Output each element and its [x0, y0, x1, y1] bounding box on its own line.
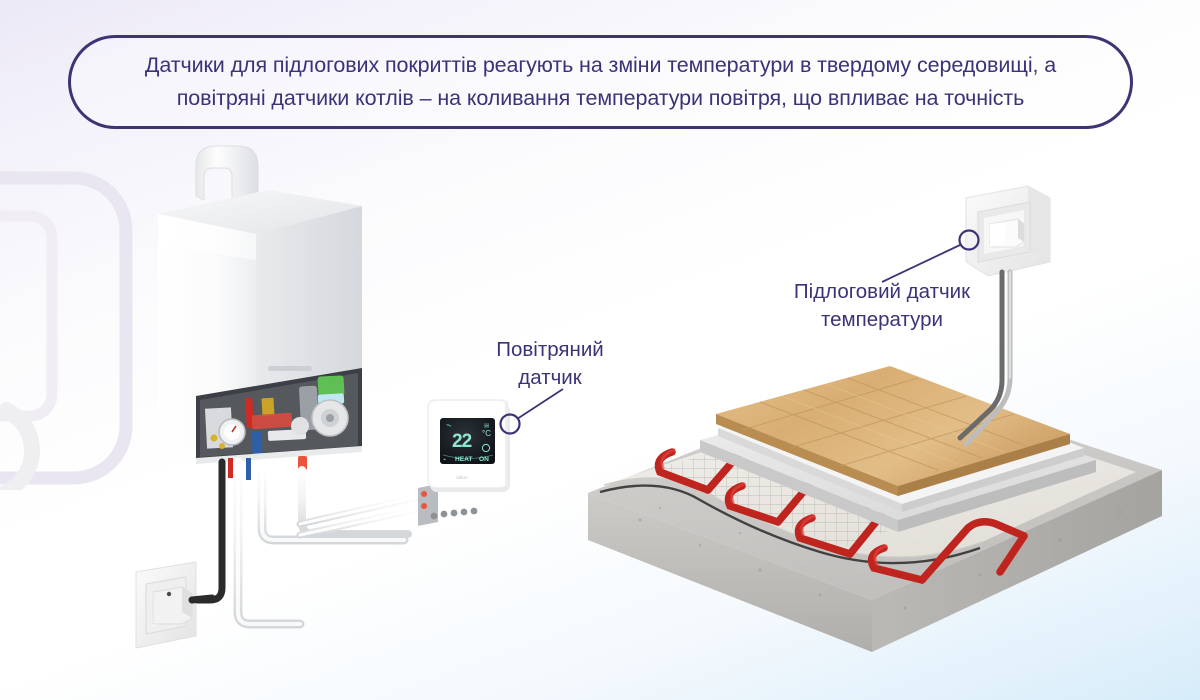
svg-text:ON: ON — [479, 456, 489, 463]
banner-text: Датчики для підлогових покриттів реагуют… — [144, 53, 1057, 110]
info-banner: Датчики для підлогових покриттів реагуют… — [68, 35, 1133, 129]
svg-text:▤: ▤ — [484, 423, 490, 429]
svg-text:ᯓ: ᯓ — [446, 423, 452, 429]
boiler-logo — [268, 366, 312, 371]
callout-label-floor-sensor: Підлоговий датчик температури — [793, 280, 971, 331]
wood-flooring — [716, 366, 1070, 496]
svg-text:HEAT: HEAT — [455, 456, 472, 463]
boiler-pipework — [181, 456, 422, 629]
svg-text:°C: °C — [482, 429, 491, 438]
callout-marker-air — [499, 413, 521, 435]
gas-boiler — [158, 145, 362, 464]
thermostat-brand: salus — [456, 475, 468, 481]
power-outlet — [135, 561, 216, 649]
callout-marker-floor — [958, 229, 980, 251]
thermostat-screen — [440, 418, 495, 464]
svg-text:⌁: ⌁ — [443, 457, 447, 463]
underfloor-heating-assembly — [588, 366, 1162, 652]
boiler-service-bay — [196, 368, 362, 462]
callout-air-sensor — [499, 388, 564, 435]
callout-floor-sensor — [881, 229, 980, 283]
air-thermostat: ᯓ ▤ 22 °C ⌁ HEAT ON salus — [418, 399, 510, 526]
svg-text:22: 22 — [452, 431, 472, 452]
thermostat-readout: ᯓ ▤ 22 °C ⌁ HEAT ON — [442, 423, 494, 463]
wall-floor-sensor — [957, 185, 1051, 447]
callout-label-air-sensor: Повітряний датчик — [496, 338, 604, 389]
